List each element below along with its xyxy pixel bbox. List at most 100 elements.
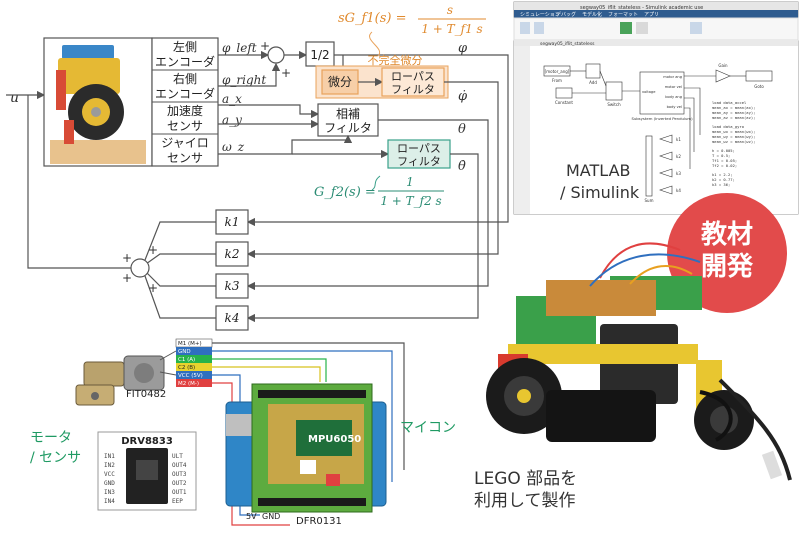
driver-pin-r5: EEP <box>172 498 183 505</box>
gain-k3-label: k3 <box>225 279 240 293</box>
simulink-caption-line1: MATLAB <box>566 161 630 180</box>
sim-gain-k3: k3 <box>676 171 681 176</box>
motor-pin-3: C2 (B) <box>178 365 195 371</box>
control-block-diagram: u 左側 エンコーダ 右側 エンコーダ 加速度 センサ ジャイロ <box>6 3 509 331</box>
sensor-gyro-line2: センサ <box>167 151 203 165</box>
motor-caption-line2: / センサ <box>30 450 81 466</box>
motor-caption-line1: モータ <box>30 430 72 446</box>
simulink-tab-sim[interactable]: シミュレーション <box>520 12 560 18</box>
encoder-sum-sign-top: + <box>260 39 270 53</box>
sim-block-from: [motor_ang] <box>545 69 570 74</box>
sum-sign-4: + <box>148 281 158 295</box>
robot-illustration <box>50 45 146 164</box>
sim-port-body-vel: body vel <box>667 105 682 109</box>
sensor-right-encoder-line2: エンコーダ <box>155 86 215 101</box>
sim-gain-k1: k1 <box>676 137 681 142</box>
motor-pin-4: VCC (5V) <box>178 373 203 379</box>
motor-pin-2: C1 (A) <box>178 357 195 363</box>
sim-label-constant: Constant <box>555 100 573 105</box>
encoder-sum-junction <box>267 46 285 64</box>
simulink-caption-line2: / Simulink <box>560 183 640 202</box>
power-label-gnd: GND <box>262 512 280 521</box>
lowpass1-line2: フィルタ <box>391 83 435 96</box>
driver-pin-r0: ULT <box>172 453 183 460</box>
code-line-0: load data_accel <box>712 100 746 105</box>
state-feedback-sum <box>130 258 150 278</box>
motor-model-label: FIT0482 <box>126 389 166 400</box>
state-phi: φ <box>458 41 468 56</box>
code-line-12: Tf1 = 0.05; <box>712 158 737 163</box>
half-gain-label: 1/2 <box>310 48 329 62</box>
motor-pin-0: M1 (M+) <box>178 341 202 347</box>
sim-label-goto: Goto <box>754 84 764 89</box>
badge-line1: 教材 <box>701 220 753 250</box>
simulink-tabs: シミュレーション デバッグ モデル化 フォーマット アプリ <box>520 11 659 18</box>
signal-wz: ω_z <box>222 140 245 154</box>
badge-line2: 開発 <box>701 252 754 282</box>
driver-pin-r4: OUT1 <box>172 489 187 496</box>
lowpass-filter-2 <box>387 139 451 169</box>
state-theta-dot: θ̇ <box>458 159 466 174</box>
driver-pin-l1: IN2 <box>104 462 115 469</box>
motor-pin-strip: M1 (M+) GND C1 (A) C2 (B) VCC (5V) M2 (M… <box>175 338 213 387</box>
code-line-5: load data_gyro <box>712 124 745 129</box>
simulink-tab-debug[interactable]: デバッグ <box>556 11 576 18</box>
sensor-left-encoder-line2: エンコーダ <box>155 54 215 69</box>
state-phi-dot: φ̇ <box>458 89 468 104</box>
code-line-11: T = 0.5; <box>712 153 730 158</box>
sensor-accel-line2: センサ <box>167 119 203 133</box>
code-line-8: mean_wz = mean(wz); <box>712 139 755 144</box>
gain-k1-label: k1 <box>225 215 240 229</box>
gain-k4 <box>215 305 249 331</box>
simulink-screenshot: segway05_iflit_stateless - Simulink acad… <box>513 1 799 215</box>
simulink-tab-apps[interactable]: アプリ <box>644 12 659 18</box>
simulink-breadcrumb: segway05_iflit_stateless <box>540 41 595 47</box>
driver-pin-l0: IN1 <box>104 453 115 460</box>
wiring-diagram: FIT0482 M1 (M+) GND C1 (A) C2 (B) VCC (5… <box>30 338 456 527</box>
board-label: DFR0131 <box>296 516 342 527</box>
lowpass-filter-1 <box>381 67 445 97</box>
driver-pin-l5: IN4 <box>104 498 115 505</box>
differentiator-block <box>321 69 359 95</box>
sensor-left-encoder-line1: 左側 <box>173 39 197 54</box>
gain-k3 <box>215 273 249 299</box>
complementary-filter <box>317 103 379 137</box>
gain-k4-label: k4 <box>225 311 240 325</box>
input-label: u <box>10 90 19 106</box>
sim-label-switch: Switch <box>607 102 621 107</box>
signal-phi-left: φ_left <box>222 41 257 55</box>
sim-label-gain: Gain <box>718 63 728 68</box>
sensor-right-encoder-line1: 右側 <box>173 71 197 86</box>
complementary-line1: 相補 <box>336 107 360 121</box>
code-line-2: mean_ay = mean(ay); <box>712 110 755 115</box>
sim-port-motor-ang: motor ang <box>663 75 682 79</box>
gf1-numerator: s <box>447 3 453 17</box>
simulink-tab-format[interactable]: フォーマット <box>608 12 638 18</box>
lowpass2-line2: フィルタ <box>397 155 441 168</box>
driver-pin-r3: OUT2 <box>172 480 187 487</box>
signal-phi-right: φ_right <box>222 73 266 87</box>
encoder-sum-sign-bottom: + <box>281 66 291 80</box>
code-line-15: k1 = 2.2; <box>712 172 733 177</box>
motor-illustration <box>75 355 165 406</box>
sim-label-from: From <box>552 78 562 83</box>
sim-label-add: Add <box>589 80 597 85</box>
sim-gain-k2: k2 <box>676 154 681 159</box>
gf2-denominator: 1 + T_f2 s <box>380 194 441 208</box>
sim-label-sum: Sum <box>645 198 654 203</box>
simulink-tab-model[interactable]: モデル化 <box>582 11 602 18</box>
mcu-caption: マイコン <box>400 420 456 436</box>
code-line-13: Tf2 = 0.02; <box>712 163 737 168</box>
complementary-line2: フィルタ <box>324 121 372 135</box>
incomplete-derivative-note: 不完全微分 <box>368 53 423 67</box>
sim-label-subsystem: Subsystem (Inverted Pendulum) <box>631 116 693 121</box>
microcontroller-board <box>225 383 387 513</box>
motor-driver-board: DRV8833 IN1 IN2 VCC GND IN3 IN4 ULT OUT4… <box>97 431 197 511</box>
code-line-3: mean_az = mean(az); <box>712 115 755 120</box>
sum-sign-1: + <box>148 243 158 257</box>
differentiator-label: 微分 <box>328 75 352 89</box>
gain-k2-label: k2 <box>225 247 240 261</box>
sensor-gyro-line1: ジャイロ <box>161 136 208 150</box>
sim-gain-k4: k4 <box>676 188 681 193</box>
